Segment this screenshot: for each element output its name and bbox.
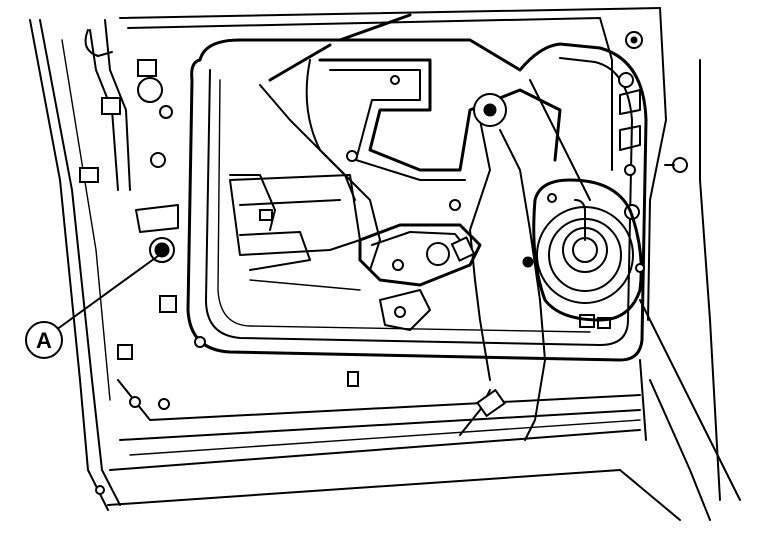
window-regulator <box>305 58 562 211</box>
callout-a-label: A <box>36 328 52 353</box>
door-body-outline <box>107 7 741 521</box>
speaker <box>522 178 645 322</box>
service-hole-outline <box>186 38 648 362</box>
callout-a-leader <box>55 255 159 331</box>
door-frame-left <box>29 19 131 511</box>
callout-a-bubble: A <box>25 321 63 359</box>
wiring-harness <box>229 13 611 441</box>
window-glass-area <box>229 174 361 291</box>
callout-a-target <box>149 237 175 263</box>
lower-fasteners <box>95 204 359 495</box>
upper-components <box>79 29 688 220</box>
regulator-bracket <box>358 223 482 331</box>
